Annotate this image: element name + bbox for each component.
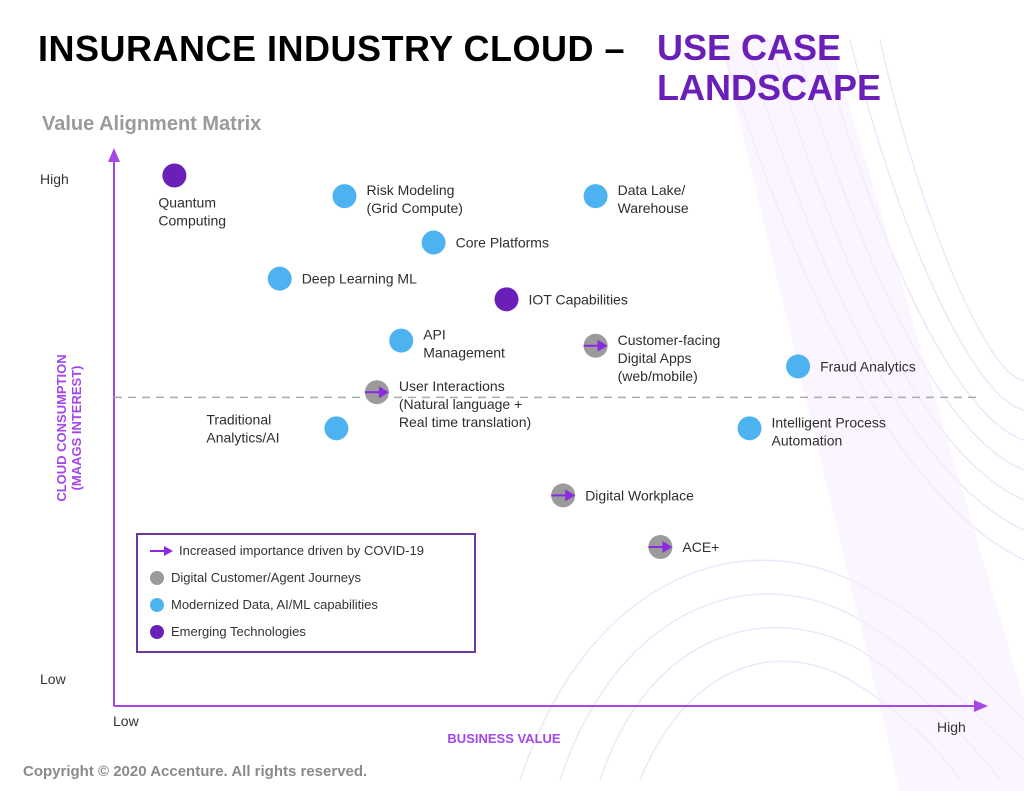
purple-dot-icon xyxy=(150,624,164,639)
point-marker xyxy=(389,328,414,353)
legend: Increased importance driven by COVID-19 … xyxy=(136,533,476,653)
point-label-line: Core Platforms xyxy=(456,235,549,251)
point-label-line: (Natural language + xyxy=(399,396,522,412)
gray-dot-icon xyxy=(150,570,164,585)
point-label-line: Customer-facing xyxy=(618,332,721,348)
legend-item-modernized-data: Modernized Data, AI/ML capabilities xyxy=(150,597,378,612)
point-label-line: Risk Modeling xyxy=(367,182,455,198)
point-label: API Management xyxy=(423,327,505,361)
data-point: IOT Capabilities xyxy=(494,287,628,312)
point-label-line: ACE+ xyxy=(682,539,719,555)
data-point: Risk Modeling (Grid Compute) xyxy=(332,182,463,216)
point-marker xyxy=(332,184,357,209)
point-label-line: Warehouse xyxy=(618,200,689,216)
legend-item-covid: Increased importance driven by COVID-19 xyxy=(150,543,424,558)
point-label-line: Computing xyxy=(158,212,226,228)
x-tick-low: Low xyxy=(113,713,140,729)
data-point: User Interactions (Natural language + Real… xyxy=(364,378,531,430)
legend-item-digital-journeys: Digital Customer/Agent Journeys xyxy=(150,570,361,585)
point-marker xyxy=(786,354,811,379)
y-tick-high: High xyxy=(40,171,69,187)
point-label-line: Fraud Analytics xyxy=(820,358,916,374)
page-title-accent: USE CASE LANDSCAPE xyxy=(657,27,882,108)
point-label-line: IOT Capabilities xyxy=(529,291,628,307)
point-label-line: User Interactions xyxy=(399,378,505,394)
point-label: Fraud Analytics xyxy=(820,358,916,374)
point-label-line: Data Lake/ xyxy=(618,182,686,198)
y-axis-label-line2: (MAAGS INTEREST) xyxy=(69,366,84,491)
point-label-line: (Grid Compute) xyxy=(367,200,463,216)
y-axis-label-line1: CLOUD CONSUMPTION xyxy=(54,354,69,501)
point-label-line: (web/mobile) xyxy=(618,368,698,384)
point-marker xyxy=(267,266,292,291)
arrow-right-icon xyxy=(597,339,608,352)
point-label: Core Platforms xyxy=(456,235,549,251)
point-marker xyxy=(583,184,608,209)
point-marker xyxy=(494,287,519,312)
data-point: Digital Workplace xyxy=(551,483,694,508)
point-label-line: Quantum xyxy=(158,194,216,210)
arrow-right-icon xyxy=(150,545,174,556)
legend-label: Modernized Data, AI/ML capabilities xyxy=(171,597,378,612)
point-label-line: Traditional xyxy=(206,411,271,427)
arrow-right-icon xyxy=(378,386,389,399)
blue-dot-icon xyxy=(150,597,164,612)
data-point: Deep Learning ML xyxy=(267,266,417,291)
point-label: Deep Learning ML xyxy=(302,271,417,287)
point-label: Data Lake/Warehouse xyxy=(618,182,689,216)
point-marker xyxy=(324,416,349,441)
point-label-line: Digital Workplace xyxy=(585,487,694,503)
y-axis-arrowhead xyxy=(108,148,120,162)
point-label: ACE+ xyxy=(682,539,719,555)
data-point: Data Lake/Warehouse xyxy=(583,182,689,216)
data-point: API Management xyxy=(389,327,505,361)
x-axis-arrowhead xyxy=(974,700,988,712)
copyright: Copyright © 2020 Accenture. All rights r… xyxy=(23,763,368,780)
chart-subtitle: Value Alignment Matrix xyxy=(42,113,262,135)
x-axis-label: BUSINESS VALUE xyxy=(447,731,560,746)
point-label-line: Real time translation) xyxy=(399,414,531,430)
point-label-line: Deep Learning ML xyxy=(302,271,417,287)
arrow-right-icon xyxy=(662,541,673,553)
point-label-line: API xyxy=(423,327,446,343)
data-point: Fraud Analytics xyxy=(786,354,916,379)
point-label: Digital Workplace xyxy=(585,487,694,503)
data-point: ACE+ xyxy=(648,535,719,559)
point-label: IOT Capabilities xyxy=(529,291,628,307)
page-title: INSURANCE INDUSTRY CLOUD – xyxy=(38,28,626,69)
point-label-line: Management xyxy=(423,345,505,361)
data-point: Core Platforms xyxy=(421,230,549,255)
legend-label: Increased importance driven by COVID-19 xyxy=(179,543,424,558)
point-label-line: Digital Apps xyxy=(618,350,692,366)
point-marker xyxy=(162,163,187,188)
point-label-line: Analytics/AI xyxy=(206,429,279,445)
x-tick-high: High xyxy=(937,719,966,735)
point-label-line: Automation xyxy=(772,432,843,448)
arrow-right-icon xyxy=(565,489,576,502)
legend-label: Digital Customer/Agent Journeys xyxy=(171,570,362,585)
legend-label: Emerging Technologies xyxy=(171,624,306,639)
legend-item-emerging-tech: Emerging Technologies xyxy=(150,624,306,639)
point-label: Risk Modeling (Grid Compute) xyxy=(367,182,463,216)
point-marker xyxy=(737,416,762,441)
point-label-line: Intelligent Process xyxy=(772,414,886,430)
y-tick-low: Low xyxy=(40,671,67,687)
point-marker xyxy=(421,230,446,255)
point-label: User Interactions (Natural language + Real… xyxy=(399,378,531,430)
